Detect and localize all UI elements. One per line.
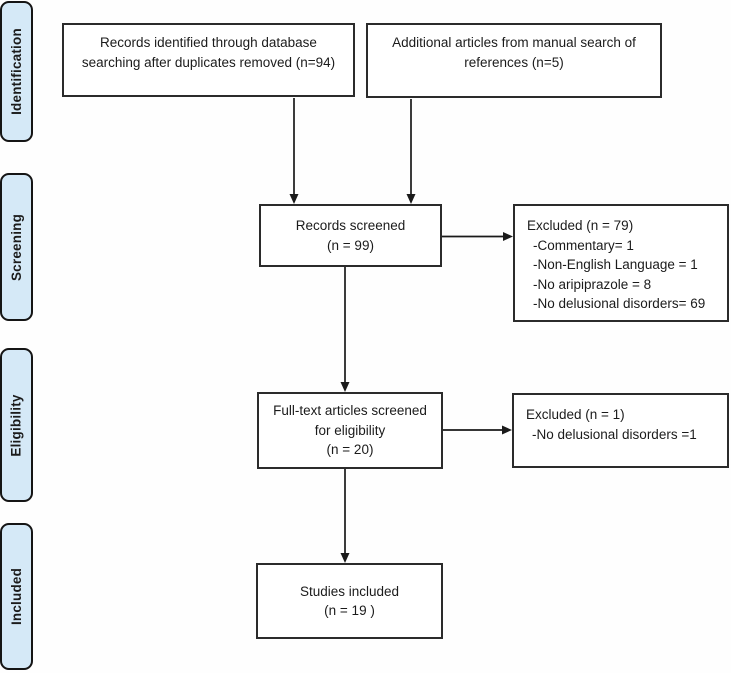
excluded-reason: -Non-English Language = 1 — [533, 257, 698, 272]
stage-label-text: Identification — [9, 28, 24, 115]
excluded-reason: -Commentary= 1 — [533, 237, 634, 253]
box-text-line: references (n=5) — [464, 54, 564, 70]
box-records-identified: Records identified through database sear… — [62, 23, 355, 97]
box-text-line: Records identified through database — [100, 35, 317, 50]
box-additional-articles: Additional articles from manual search o… — [366, 23, 662, 98]
arrow-identified-to-screened — [289, 98, 299, 204]
box-records-screened: Records screened (n = 99) — [259, 204, 442, 267]
excluded-reason: -No aripiprazole = 8 — [533, 276, 652, 292]
stage-label-text: Eligibility — [9, 393, 24, 457]
stage-label-screening: Screening — [0, 173, 33, 321]
stage-label-eligibility: Eligibility — [0, 348, 33, 502]
box-studies-included: Studies included (n = 19 ) — [256, 563, 443, 639]
excluded-title: Excluded (n = 79) — [527, 218, 634, 233]
box-text-line: for eligibility — [314, 422, 386, 438]
box-excluded-screening: Excluded (n = 79) -Commentary= 1 -Non-En… — [513, 204, 729, 322]
box-text-line: Records screened — [295, 218, 406, 233]
excluded-reason: -No delusional disorders= 69 — [533, 296, 706, 311]
stage-label-text: Included — [9, 567, 25, 626]
arrow-screened-to-fulltext — [340, 267, 350, 392]
box-text-line: (n = 20) — [326, 442, 374, 458]
excluded-title: Excluded (n = 1) — [526, 407, 625, 422]
excluded-reason: -No delusional disorders =1 — [532, 426, 697, 442]
arrow-screened-to-excluded — [442, 232, 513, 241]
stage-label-included: Included — [0, 523, 33, 670]
box-text-line: Additional articles from manual search o… — [392, 35, 636, 50]
box-fulltext-screened: Full-text articles screened for eligibil… — [257, 392, 443, 469]
box-text-line: Full-text articles screened — [273, 403, 427, 419]
arrow-fulltext-to-included — [340, 469, 350, 563]
arrow-additional-to-screened — [406, 99, 416, 204]
box-text-line: (n = 19 ) — [324, 603, 375, 618]
box-excluded-eligibility: Excluded (n = 1) -No delusional disorder… — [512, 393, 729, 468]
arrow-fulltext-to-excluded — [443, 425, 512, 435]
stage-label-identification: Identification — [0, 1, 33, 142]
box-text-line: searching after duplicates removed (n=94… — [81, 54, 336, 70]
box-text-line: (n = 99) — [327, 237, 374, 253]
box-text-line: Studies included — [299, 583, 400, 599]
stage-label-text: Screening — [9, 213, 25, 281]
